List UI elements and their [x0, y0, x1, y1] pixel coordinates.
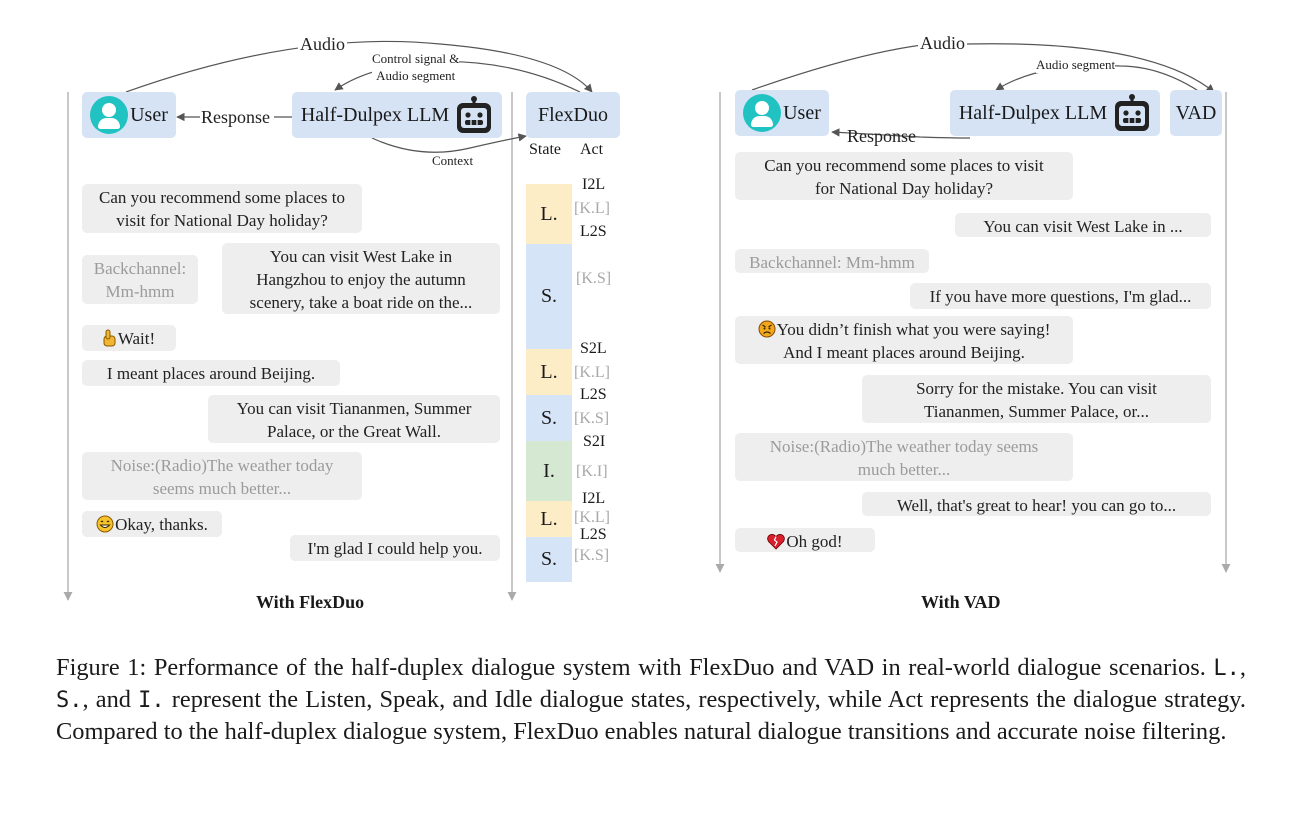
act-keep: [K.S] [574, 410, 610, 427]
user-node: User [82, 92, 176, 138]
act-transition: L2S [580, 526, 607, 543]
act-transition: L2S [580, 223, 607, 240]
act-keep: [K.S] [576, 270, 612, 287]
state-column-header: State [529, 141, 561, 158]
noise-message: Noise:(Radio)The weather today seems muc… [82, 452, 362, 500]
system-message: Well, that's great to hear! you can go t… [862, 492, 1211, 516]
act-transition: S2L [580, 340, 607, 357]
state-idle: I. [526, 441, 572, 501]
robot-icon [1115, 94, 1150, 131]
act-keep: [K.L] [574, 364, 610, 381]
user-message: Okay, thanks. [82, 511, 222, 537]
state-speak: S. [526, 537, 572, 582]
audio-segment-label: Audio segment [1036, 57, 1116, 73]
audio-label-vad: Audio [918, 33, 967, 54]
state-listen: L. [526, 349, 572, 395]
control-signal-label: Control signal & Audio segment [372, 50, 460, 84]
act-transition: I2L [582, 490, 606, 507]
figure-caption: Figure 1: Performance of the half-duplex… [56, 654, 1246, 745]
user-message: Can you recommend some places to visit f… [735, 152, 1073, 200]
user-message: You didn’t finish what you were saying! … [735, 316, 1073, 364]
pointing-hand-icon [103, 329, 116, 347]
user-message: Oh god! [735, 528, 875, 552]
vad-subtitle: With VAD [921, 592, 1001, 612]
audio-arrow-vad [751, 43, 1215, 93]
act-column-header: Act [580, 141, 604, 158]
system-message: You can visit West Lake in ... [955, 213, 1211, 237]
audio-segment-arrow [995, 64, 1201, 93]
user-avatar-icon [90, 96, 129, 134]
act-keep: [K.S] [574, 547, 610, 564]
user-node-vad: User [735, 90, 829, 136]
flexduo-subtitle: With FlexDuo [256, 592, 365, 612]
llm-node: Half-Dulpex LLM [292, 92, 502, 138]
user-message: Can you recommend some places to visit f… [82, 184, 362, 233]
state-listen: L. [526, 184, 572, 244]
broken-heart-icon [767, 534, 786, 550]
audio-arrow [125, 40, 593, 93]
act-transition: I2L [582, 176, 606, 193]
response-arrow-vad [831, 128, 971, 139]
user-avatar-icon [743, 94, 782, 132]
flexduo-node: FlexDuo [526, 92, 620, 138]
user-message: Wait! [82, 325, 176, 351]
response-label: Response [201, 107, 270, 127]
llm-node-vad: Half-Dulpex LLM [950, 90, 1160, 136]
system-message: Sorry for the mistake. You can visit Tia… [862, 375, 1211, 423]
act-keep: [K.L] [574, 509, 610, 526]
backchannel-message: Backchannel: Mm-hmm [735, 249, 929, 273]
caption-label: Figure 1: [56, 654, 147, 681]
system-message: If you have more questions, I'm glad... [910, 283, 1211, 309]
audio-label: Audio [298, 34, 347, 55]
backchannel-message: Backchannel: Mm-hmm [82, 255, 198, 304]
angry-face-icon [758, 320, 776, 338]
context-label: Context [432, 153, 474, 168]
act-keep: [K.I] [576, 463, 608, 480]
state-listen: L. [526, 501, 572, 537]
vad-node: VAD [1170, 90, 1222, 136]
response-label-vad: Response [847, 126, 916, 146]
robot-icon [457, 96, 492, 133]
system-message: You can visit Tiananmen, Summer Palace, … [208, 395, 500, 443]
connector-lines [63, 40, 1231, 601]
state-speak: S. [526, 395, 572, 441]
act-transition: S2I [583, 433, 606, 450]
grinning-face-icon [96, 515, 114, 533]
state-speak: S. [526, 244, 572, 349]
act-keep: [K.L] [574, 200, 610, 217]
noise-message: Noise:(Radio)The weather today seems muc… [735, 433, 1073, 481]
user-message: I meant places around Beijing. [82, 360, 340, 386]
act-transition: L2S [580, 386, 607, 403]
system-message: You can visit West Lake in Hangzhou to e… [222, 243, 500, 314]
system-message: I'm glad I could help you. [290, 535, 500, 561]
context-arrow [371, 133, 527, 153]
